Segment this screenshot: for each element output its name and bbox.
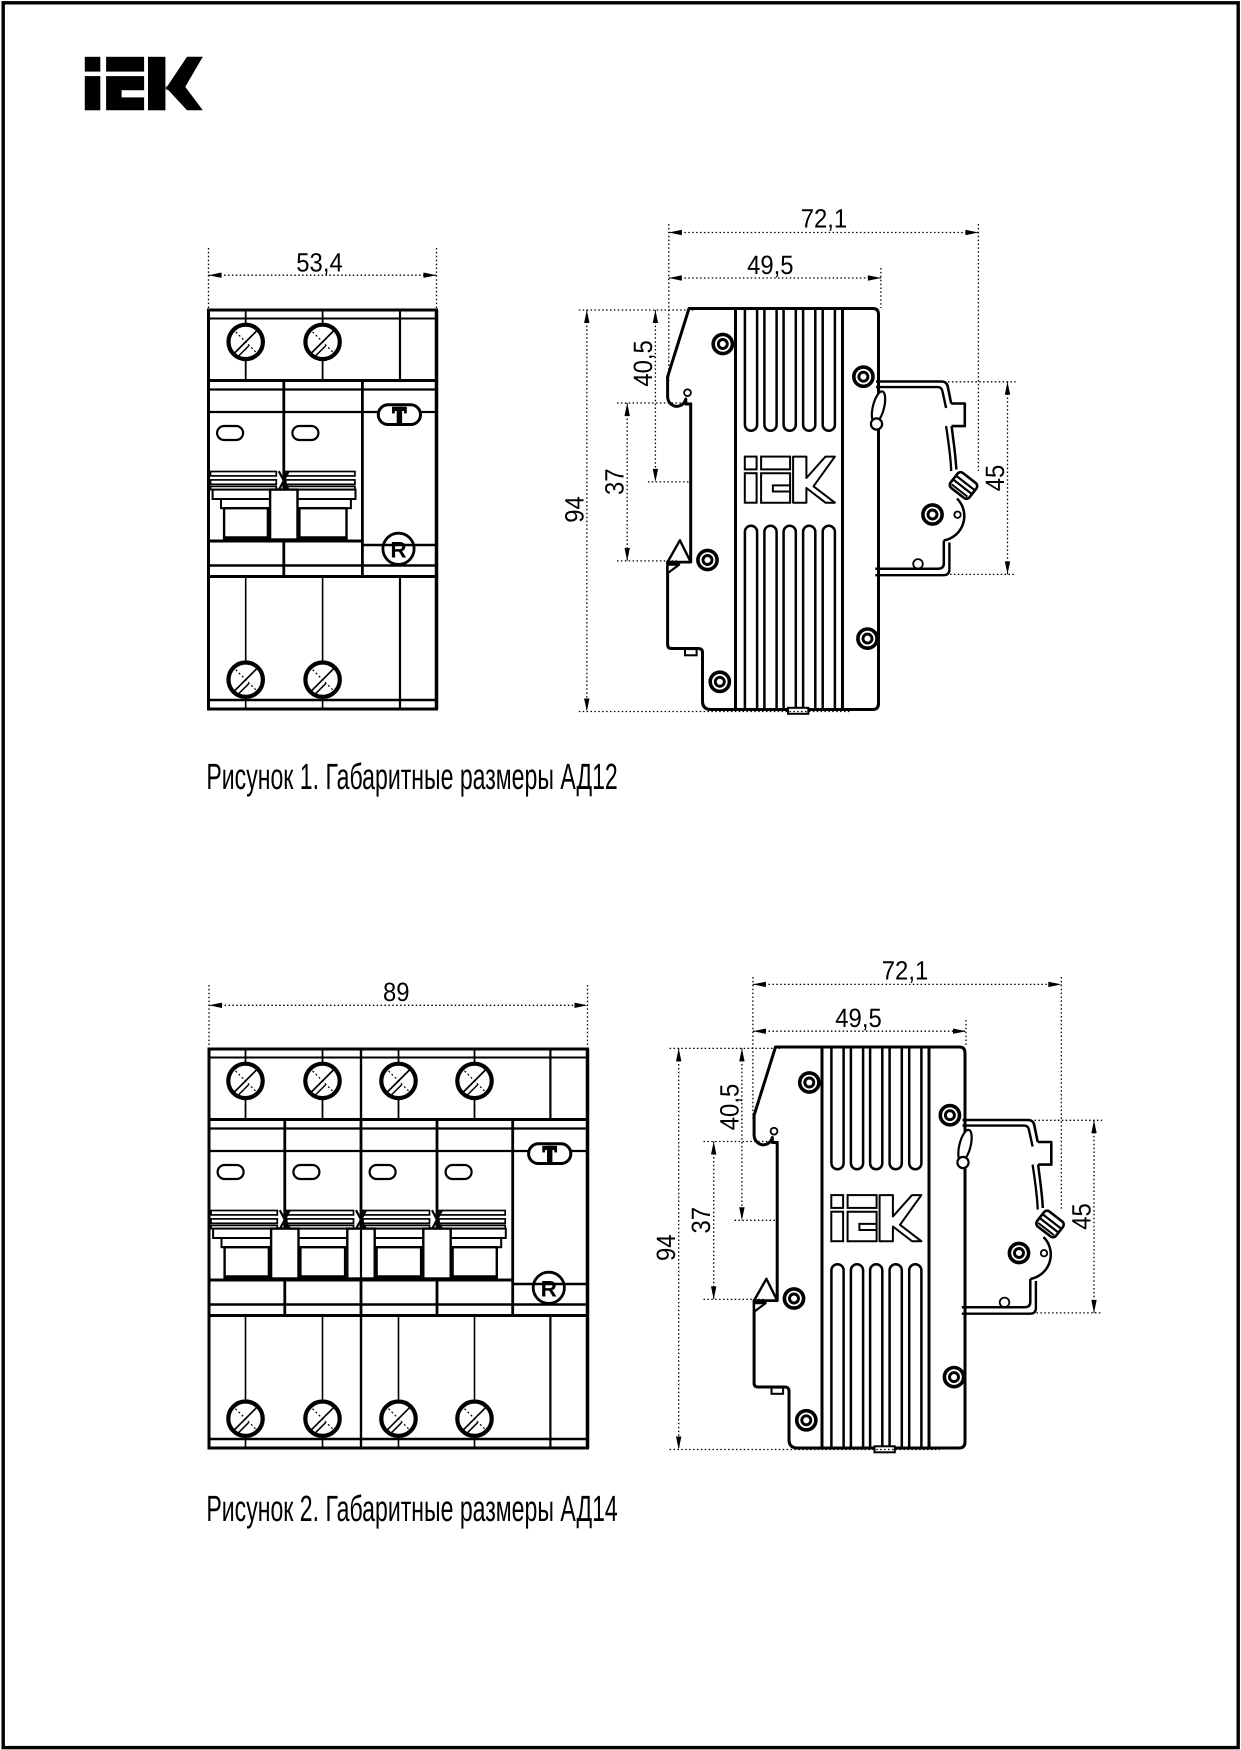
svg-text:45: 45 bbox=[980, 465, 1010, 492]
svg-text:37: 37 bbox=[686, 1207, 716, 1234]
svg-text:49,5: 49,5 bbox=[835, 1003, 881, 1033]
svg-text:53,4: 53,4 bbox=[296, 248, 342, 278]
svg-text:R: R bbox=[541, 1276, 557, 1301]
svg-text:45: 45 bbox=[1067, 1203, 1097, 1230]
svg-text:Рисунок 2. Габаритные размеры: Рисунок 2. Габаритные размеры АД14 bbox=[206, 1488, 617, 1529]
svg-text:72,1: 72,1 bbox=[882, 956, 928, 986]
svg-text:94: 94 bbox=[651, 1235, 681, 1262]
svg-text:94: 94 bbox=[559, 496, 589, 523]
svg-text:40,5: 40,5 bbox=[715, 1084, 745, 1130]
svg-text:72,1: 72,1 bbox=[801, 204, 847, 234]
svg-text:Рисунок 1. Габаритные размеры: Рисунок 1. Габаритные размеры АД12 bbox=[206, 756, 617, 797]
svg-text:49,5: 49,5 bbox=[747, 250, 793, 280]
svg-text:89: 89 bbox=[383, 977, 410, 1007]
svg-text:40,5: 40,5 bbox=[628, 340, 658, 386]
svg-text:37: 37 bbox=[600, 468, 630, 495]
svg-text:R: R bbox=[390, 537, 406, 562]
